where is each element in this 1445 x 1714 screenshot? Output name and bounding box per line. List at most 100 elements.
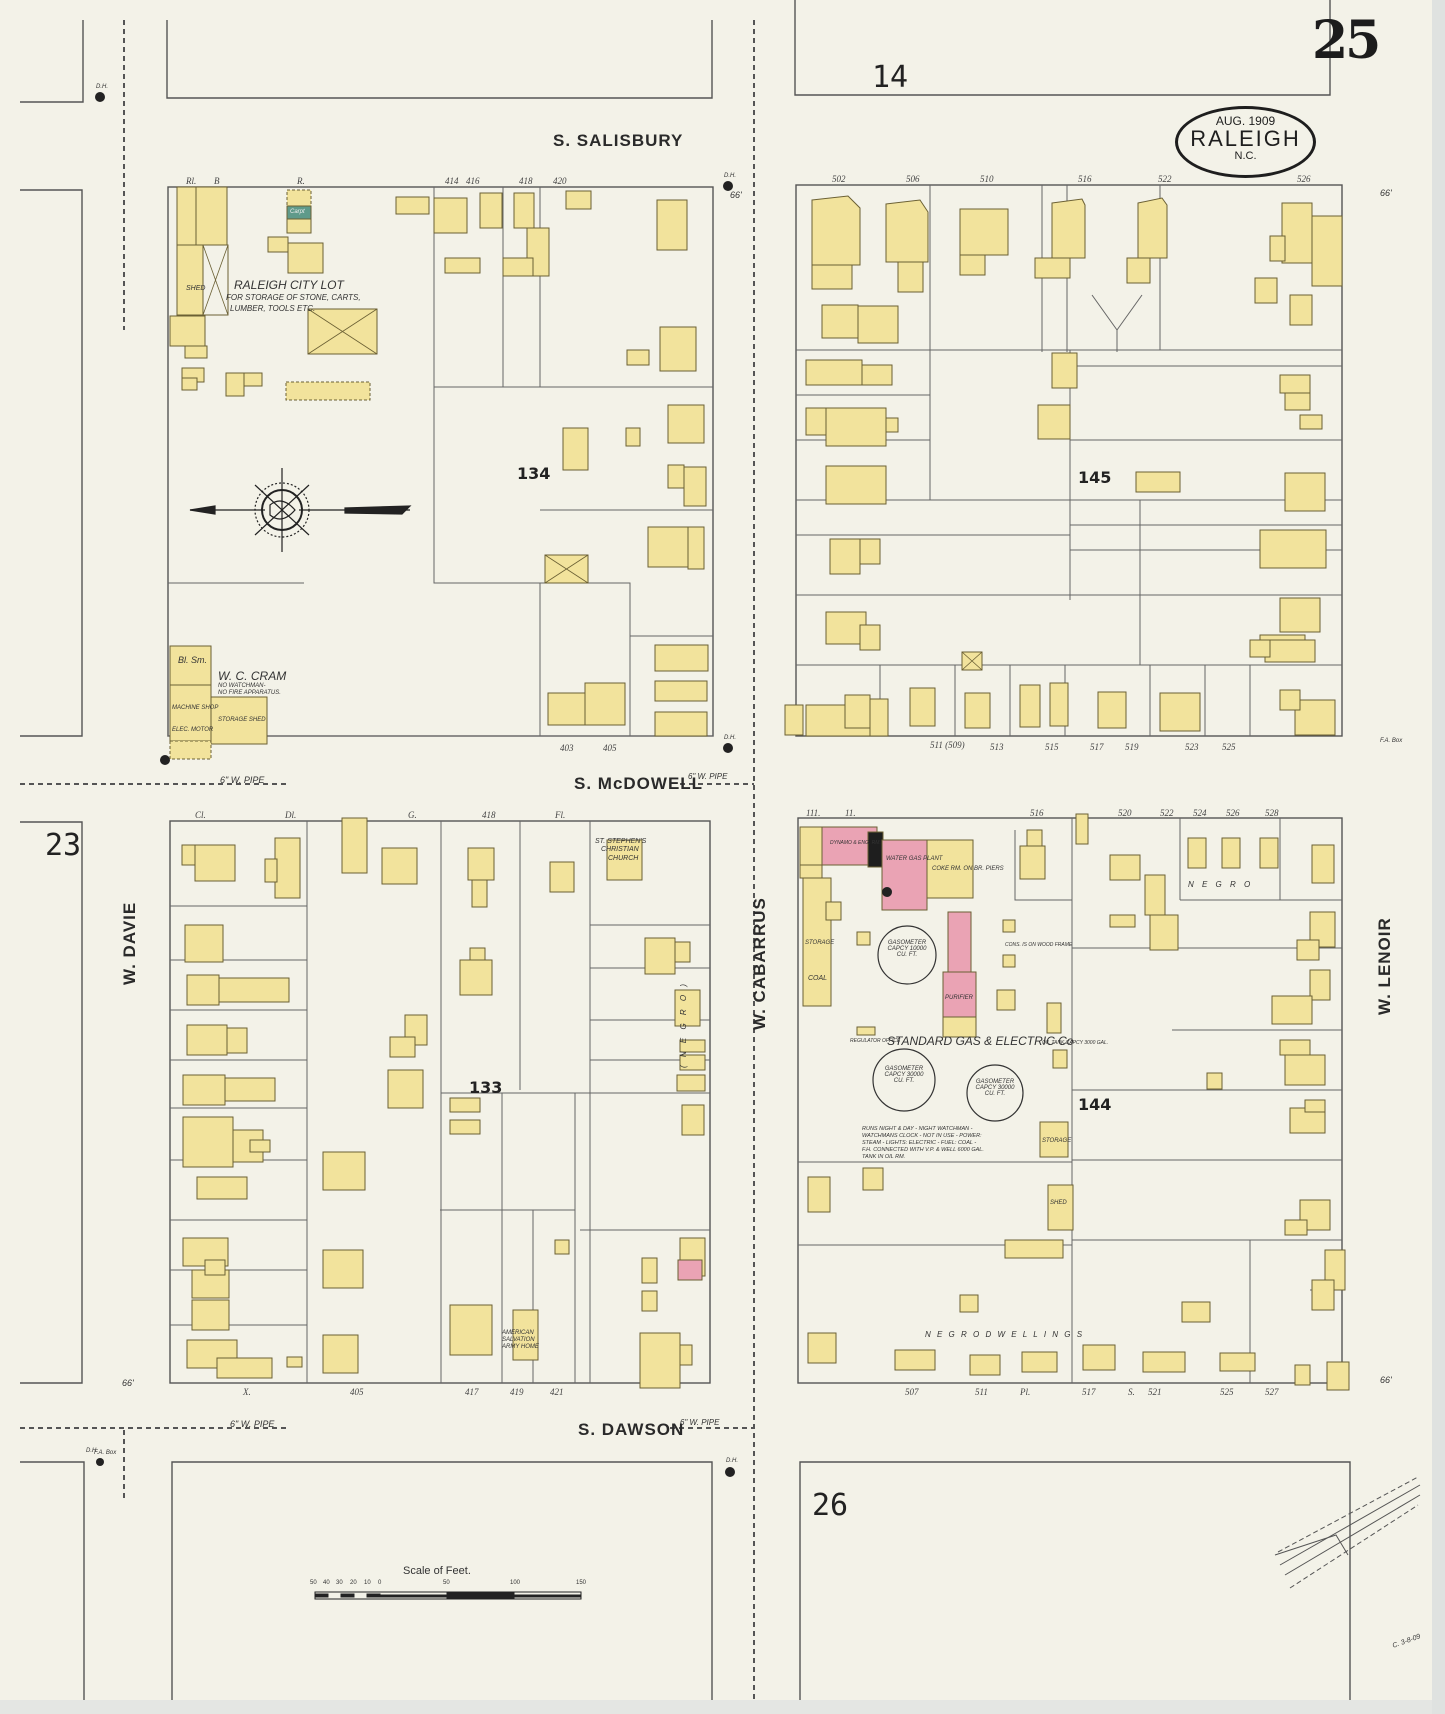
coke-room-label: COKE RM. ON BR. PIERS	[932, 866, 1004, 872]
address-525: 525	[1222, 742, 1236, 752]
address-416: 416	[466, 176, 480, 186]
shed-label: SHED	[186, 285, 206, 292]
coal-label: COAL	[808, 975, 828, 982]
address-525b: 525	[1220, 1387, 1234, 1397]
address-513: 513	[990, 742, 1004, 752]
elec-motor-label: ELEC. MOTOR	[172, 727, 214, 733]
page-number: 25	[1312, 10, 1381, 71]
address-520: 520	[1118, 808, 1132, 818]
shed-2-label: SHED	[1050, 1200, 1067, 1206]
address-s: S.	[1128, 1387, 1135, 1397]
adjacent-sheet-north: 14	[872, 60, 909, 95]
adjacent-sheet-west: 23	[45, 828, 82, 863]
negro-dwellings-label: N E G R O D W E L L I N G S	[925, 1330, 1085, 1339]
hydrant-label-1: D.H.	[96, 84, 108, 90]
map-date: AUG. 1909	[1215, 114, 1276, 128]
street-s-dawson: S. DAWSON	[578, 1420, 685, 1439]
address-528: 528	[1265, 808, 1279, 818]
storage-label: STORAGE	[805, 940, 835, 946]
address-111: 111.	[806, 808, 821, 818]
wc-cram-note-2: NO FIRE APPARATUS.	[218, 690, 281, 696]
cons-wood-label: CONS. IS ON WOOD FRAME	[1005, 942, 1073, 948]
address-526: 526	[1297, 174, 1311, 184]
street-width-label-1: 66'	[1380, 188, 1392, 198]
fire-alarm-box-label: F.A. Box	[1380, 738, 1403, 744]
address-414: 414	[445, 176, 459, 186]
wc-cram-note-1: NO WATCHMAN-	[218, 683, 266, 689]
church-line-3: CHURCH	[608, 855, 639, 862]
address-527: 527	[1265, 1387, 1279, 1397]
gasometer-1: GASOMETER CAPCY 10000 CU. FT.	[887, 940, 927, 958]
address-511: 511 (509)	[930, 740, 965, 750]
address-516: 516	[1078, 174, 1092, 184]
negro-label-2: N E G R O	[1188, 880, 1254, 889]
address-519: 519	[1125, 742, 1139, 752]
street-w-cabarrus: W. CABARRUS	[750, 897, 769, 1030]
address-r: R.	[297, 176, 305, 186]
street-s-salisbury: S. SALISBURY	[553, 131, 684, 150]
city-lot-desc-1: FOR STORAGE OF STONE, CARTS,	[226, 293, 361, 302]
address-403: 403	[560, 743, 574, 753]
salvation-line-3: ARMY HOME	[502, 1344, 539, 1350]
address-507: 507	[905, 1387, 919, 1397]
address-fl: Fl.	[555, 810, 566, 820]
address-b: B	[214, 176, 220, 186]
address-cl: Cl.	[195, 810, 206, 820]
address-524: 524	[1193, 808, 1207, 818]
street-w-lenoir: W. LENOIR	[1375, 917, 1394, 1015]
map-city: RALEIGH	[1190, 126, 1301, 151]
address-x: X.	[243, 1387, 251, 1397]
water-pipe-label-2: 6" W. PIPE	[688, 772, 728, 781]
address-506: 506	[906, 174, 920, 184]
street-s-mcdowell: S. McDOWELL	[574, 774, 704, 793]
address-rl: Rl.	[186, 176, 197, 186]
street-width-label-2: 66'	[122, 1378, 134, 1388]
water-gas-label: WATER GAS PLANT	[886, 856, 943, 862]
compass-rose-icon	[189, 468, 412, 552]
address-g: G.	[408, 810, 417, 820]
address-418b: 418	[482, 810, 496, 820]
machine-shop-label: MACHINE SHOP	[172, 705, 219, 711]
storage-shed-label: STORAGE SHED	[218, 717, 266, 723]
oil-tank-label: OIL TANK CAPCY 3000 GAL.	[1042, 1040, 1109, 1046]
address-517: 517	[1090, 742, 1104, 752]
scale-ticks: 50 40 30 20 10 0 50 100 150	[310, 1580, 587, 1586]
address-405b: 405	[350, 1387, 364, 1397]
address-523: 523	[1185, 742, 1199, 752]
address-pl: Pl.	[1020, 1387, 1031, 1397]
fire-alarm-box-label-2: F.A. Box	[94, 1450, 117, 1456]
scale-title: Scale of Feet.	[403, 1565, 471, 1577]
street-width-label-3: 66'	[1380, 1375, 1392, 1385]
standard-gas-title: STANDARD GAS & ELECTRIC Co	[887, 1034, 1074, 1048]
salvation-line-1: AMERICAN	[502, 1330, 534, 1336]
block-number-145: 145	[1078, 468, 1112, 487]
negro-label-3: ( N E G R O )	[679, 981, 688, 1068]
address-515: 515	[1045, 742, 1059, 752]
street-w-davie: W. DAVIE	[120, 901, 139, 985]
water-pipe-label-1: 6" W. PIPE	[220, 775, 265, 785]
gasometer-2: GASOMETER CAPCY 30000 CU. FT.	[884, 1066, 924, 1084]
address-418: 418	[519, 176, 533, 186]
water-pipe-label-3: 6" W. PIPE	[230, 1419, 275, 1429]
address-511b: 511	[975, 1387, 988, 1397]
purifier-label: PURIFIER	[945, 995, 974, 1001]
address-521: 521	[1148, 1387, 1162, 1397]
storage-2-label: STORAGE	[1042, 1138, 1072, 1144]
address-526b: 526	[1226, 808, 1240, 818]
standard-gas-note: RUNS NIGHT & DAY - NIGHT WATCHMAN - WATC…	[862, 1126, 984, 1160]
address-502: 502	[832, 174, 846, 184]
church-line-2: CHRISTIAN	[601, 846, 639, 853]
hydrant-label-2: D.H.	[724, 173, 736, 179]
scale-bar	[314, 1591, 582, 1600]
regulator-label: REGULATOR OFFICE	[850, 1038, 901, 1044]
hydrant-label-3: D.H.	[724, 735, 736, 741]
address-516b: 516	[1030, 808, 1044, 818]
salvation-line-2: SALVATION	[502, 1337, 535, 1343]
blacksmith-label: Bl. Sm.	[178, 655, 208, 665]
block-number-133: 133	[469, 1078, 503, 1097]
block-number-144: 144	[1078, 1095, 1112, 1114]
address-522: 522	[1158, 174, 1172, 184]
hydrant-label-4: D.H.	[726, 1458, 738, 1464]
